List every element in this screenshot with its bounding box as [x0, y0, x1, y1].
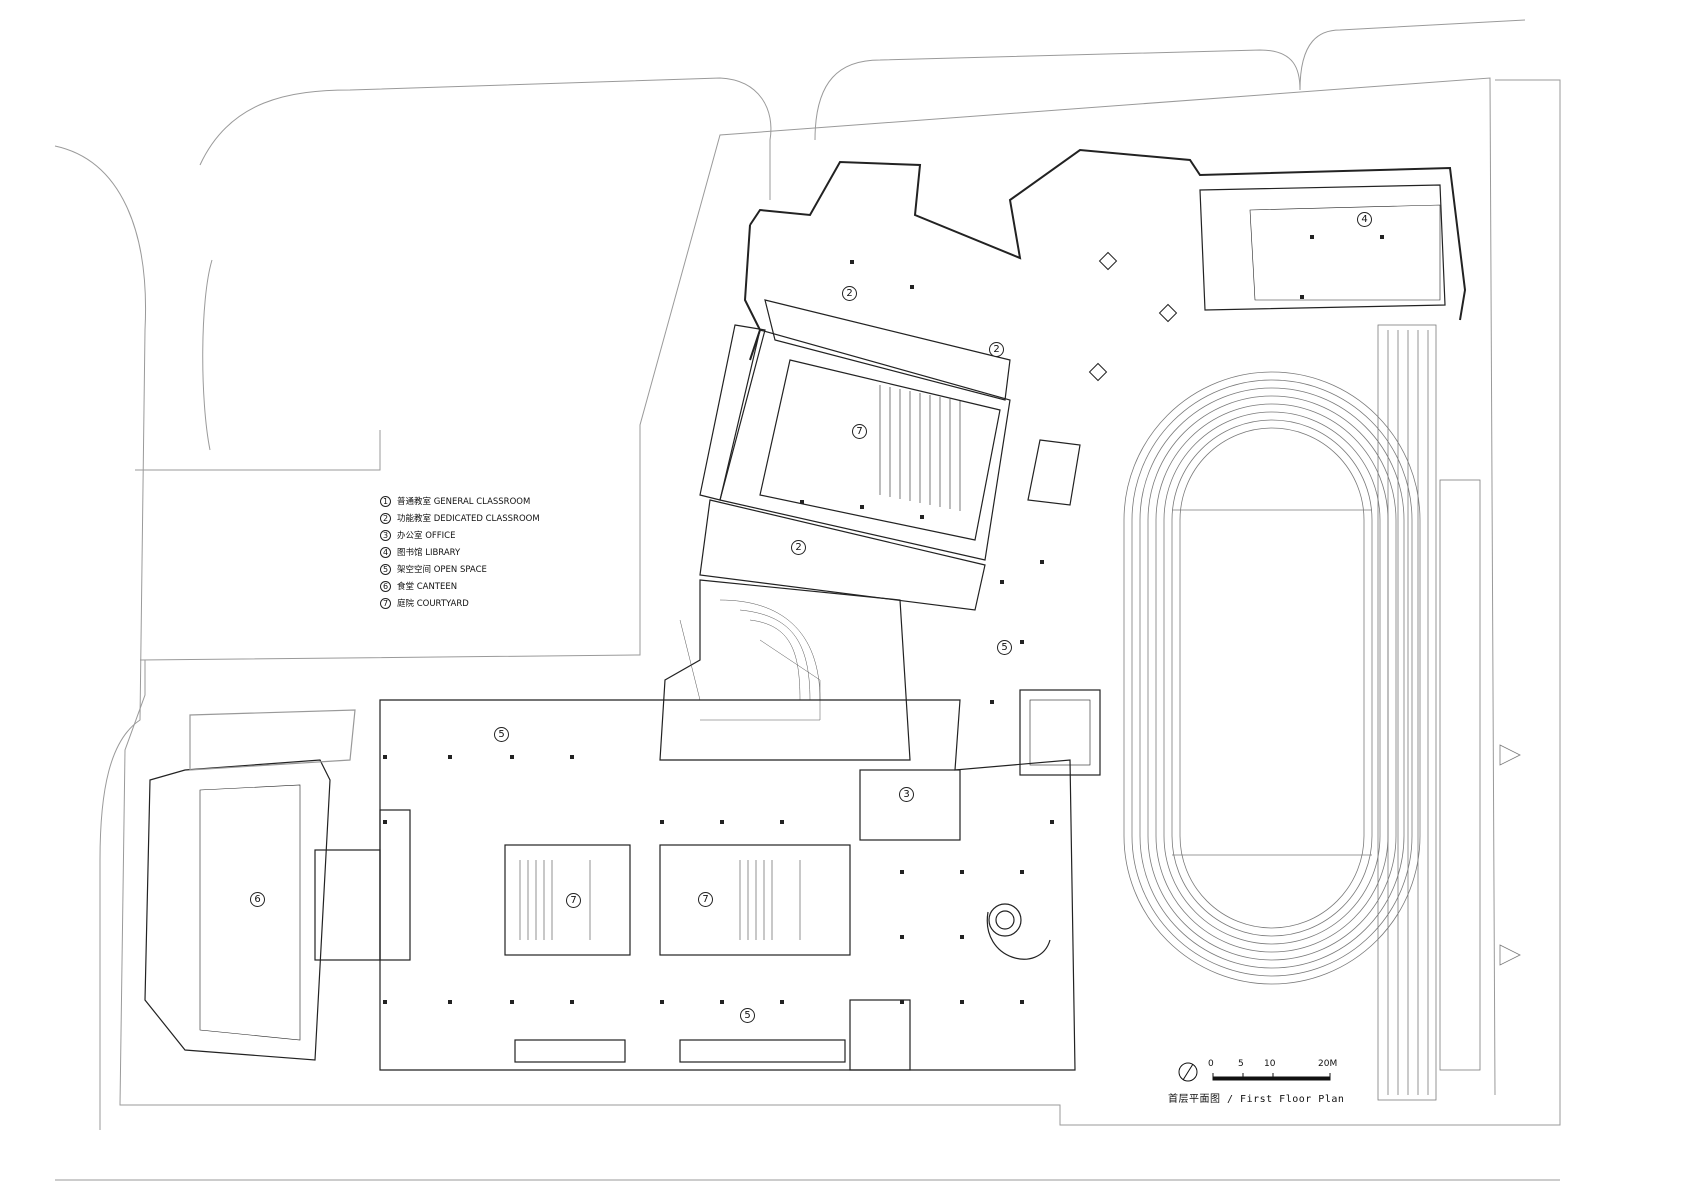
legend-number: 3	[380, 529, 391, 541]
legend-item: 5 架空空间 OPEN SPACE	[380, 562, 487, 576]
classroom-block-north	[764, 299, 1011, 401]
legend-label: 办公室 OFFICE	[397, 531, 456, 541]
room-label-dedicated-classroom-west: 2	[791, 540, 806, 555]
podium-edge-west	[135, 430, 381, 471]
courtyard-west-steps	[519, 860, 591, 940]
pavilion	[1019, 689, 1101, 776]
legend-label: 图书馆 LIBRARY	[397, 548, 461, 558]
site-road-outline-east-corner	[1299, 19, 1526, 91]
stepped-landscape-lines	[679, 599, 821, 721]
legend-label: 庭院 COURTYARD	[397, 599, 469, 609]
scale-tick-label: 0	[1208, 1059, 1214, 1069]
room-label-dedicated-classroom-north: 2	[842, 286, 857, 301]
raised-box	[1027, 439, 1081, 506]
west-classroom-strip	[699, 324, 766, 501]
room-label-canteen: 6	[250, 892, 265, 907]
legend-item: 2 功能教室 DEDICATED CLASSROOM	[380, 511, 540, 525]
canteen-porch	[189, 709, 356, 771]
courtyard-steps-north	[879, 385, 961, 511]
diamond-markers	[1088, 251, 1178, 382]
south-core	[849, 999, 911, 1071]
site-boundary	[119, 79, 1561, 1126]
library-block	[1199, 184, 1446, 311]
room-label-courtyard-north: 7	[852, 424, 867, 439]
spiral-stair	[986, 903, 1051, 960]
legend-item: 4 图书馆 LIBRARY	[380, 545, 460, 559]
room-label-library: 4	[1357, 212, 1372, 227]
legend-number: 4	[380, 546, 391, 558]
room-label-dedicated-classroom-northeast: 2	[989, 342, 1004, 357]
room-label-open-space-south: 5	[740, 1008, 755, 1023]
room-label-office: 3	[899, 787, 914, 802]
column-grid	[383, 235, 1384, 1004]
south-strip-west	[514, 1039, 626, 1063]
office-block	[859, 769, 961, 841]
scale-tick-label: 20M	[1318, 1059, 1338, 1069]
scale-bar	[1178, 1062, 1331, 1082]
courtyard-east	[659, 844, 851, 956]
courtyard-outline-upper-left	[202, 259, 213, 451]
scale-tick-label: 5	[1238, 1059, 1244, 1069]
scale-tick-label: 10	[1264, 1059, 1276, 1069]
legend-label: 架空空间 OPEN SPACE	[397, 565, 487, 575]
library-inner	[1249, 204, 1441, 301]
west-classroom-lower	[699, 499, 986, 611]
site-road-outline-northeast	[814, 49, 1301, 141]
legend-item: 7 庭院 COURTYARD	[380, 596, 469, 610]
site-road-outline-west	[54, 145, 147, 1130]
room-label-open-space-center: 5	[494, 727, 509, 742]
room-label-open-space-east: 5	[997, 640, 1012, 655]
plan-title: 首层平面图 / First Floor Plan	[1168, 1094, 1345, 1105]
room-label-courtyard-east: 7	[698, 892, 713, 907]
legend-number: 5	[380, 563, 391, 575]
south-strip-east	[679, 1039, 846, 1063]
legend-number: 1	[380, 495, 391, 507]
legend-number: 7	[380, 597, 391, 609]
legend-label: 普通教室 GENERAL CLASSROOM	[397, 497, 531, 507]
site-road-outline-north	[199, 77, 772, 200]
inner-boundary-north	[139, 77, 1496, 1096]
classroom-block-inner	[759, 359, 1001, 541]
legend-label: 食堂 CANTEEN	[397, 582, 458, 592]
canteen-block	[144, 759, 331, 1061]
courtyard-east-steps	[739, 860, 801, 940]
room-label-courtyard-west: 7	[566, 893, 581, 908]
stair-block-west	[314, 849, 381, 961]
pavilion-inner	[1029, 699, 1091, 766]
canteen-inner	[199, 784, 301, 1041]
core-west	[379, 809, 411, 961]
north-wing-outline	[749, 148, 1467, 321]
legend-item: 3 办公室 OFFICE	[380, 528, 455, 542]
legend-item: 6 食堂 CANTEEN	[380, 579, 457, 593]
running-track	[1123, 324, 1521, 1101]
podium-outline	[379, 699, 1076, 1071]
classroom-block-main	[719, 329, 1011, 561]
stepped-landscape	[659, 579, 911, 761]
legend-label: 功能教室 DEDICATED CLASSROOM	[397, 514, 540, 524]
legend-number: 2	[380, 512, 391, 524]
legend-number: 6	[380, 580, 391, 592]
courtyard-west	[504, 844, 631, 956]
legend-item: 1 普通教室 GENERAL CLASSROOM	[380, 494, 530, 508]
north-wing-west-edge	[743, 224, 762, 361]
